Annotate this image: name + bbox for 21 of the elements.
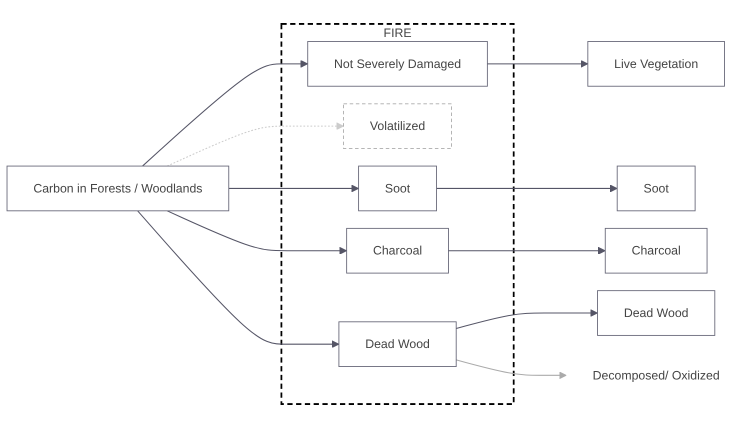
node-box: Volatilized (343, 103, 452, 149)
node-box: Dead Wood (338, 321, 457, 367)
node-box: Soot (616, 166, 696, 212)
arrow (456, 309, 598, 329)
arrow (166, 210, 347, 255)
arrow (137, 210, 340, 348)
arrow (456, 359, 567, 380)
arrow (436, 184, 618, 192)
node-box: Soot (358, 166, 437, 212)
node-box: Live Vegetation (587, 41, 725, 87)
node-box: Dead Wood (597, 290, 716, 336)
node-box: Charcoal (604, 228, 708, 274)
arrow (142, 60, 308, 166)
arrow (448, 246, 606, 255)
node-box: Not Severely Damaged (307, 41, 488, 87)
node-box: Carbon in Forests / Woodlands (6, 166, 230, 212)
arrow (487, 60, 588, 68)
node-text: Decomposed/ Oxidized (592, 368, 720, 382)
arrow (228, 184, 359, 192)
node-box: Charcoal (346, 228, 449, 274)
arrow (166, 122, 344, 167)
